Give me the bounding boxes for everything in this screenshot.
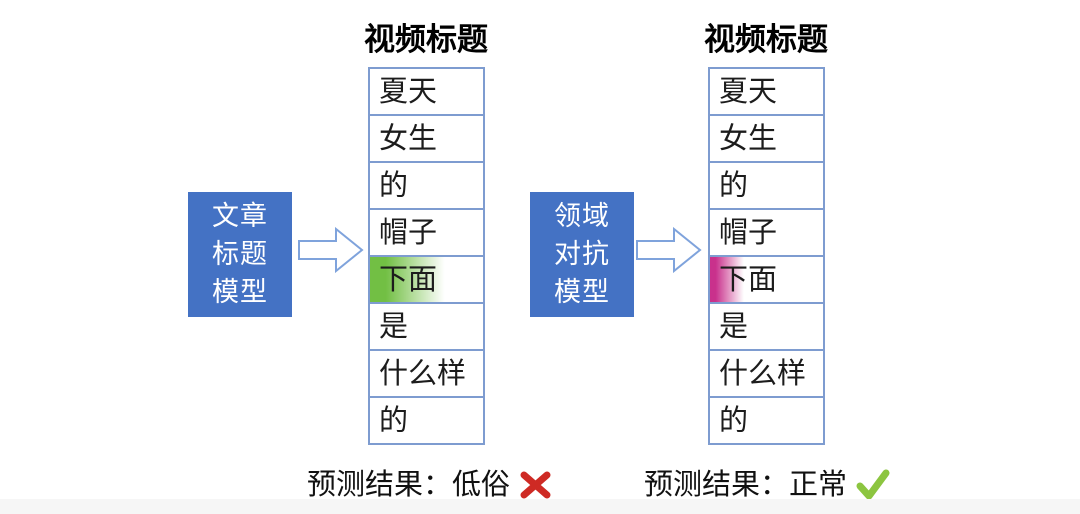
token-cell: 帽子: [708, 208, 825, 257]
model-box-line: 模型: [212, 276, 268, 308]
result-prefix: 预测结果：: [644, 467, 790, 501]
token-cell: 的: [368, 161, 485, 210]
token-cell: 什么样: [368, 349, 485, 398]
cross-icon: [520, 471, 551, 498]
token-cell: 的: [708, 396, 825, 445]
model-box-line: 对抗: [554, 238, 610, 270]
token-cell: 夏天: [708, 67, 825, 116]
prediction-result-left: 预测结果：低俗: [307, 461, 553, 508]
model-box-line: 领域: [554, 200, 610, 232]
token-cell: 是: [368, 302, 485, 351]
result-value: 低俗: [452, 467, 511, 501]
arrow-right-icon: [636, 227, 702, 273]
model-box-article-title: 文章 标题 模型: [188, 192, 292, 317]
token-cell: 女生: [708, 114, 825, 163]
arrow-right-icon: [298, 227, 364, 273]
token-cell: 的: [708, 161, 825, 210]
token-cell: 夏天: [368, 67, 485, 116]
result-value: 正常: [789, 467, 848, 501]
check-icon: [856, 469, 890, 499]
bottom-band: [0, 499, 1080, 514]
result-prefix: 预测结果：: [307, 467, 453, 501]
model-box-line: 标题: [212, 238, 268, 270]
token-cell: 是: [708, 302, 825, 351]
prediction-result-text: 预测结果：低俗: [307, 461, 511, 508]
token-cell: 的: [368, 396, 485, 445]
column-title: 视频标题: [704, 22, 828, 58]
column-title: 视频标题: [364, 22, 488, 58]
model-box-domain-adversarial: 领域 对抗 模型: [530, 192, 634, 317]
token-column-left: 夏天 女生 的 帽子 下面 是 什么样 的: [368, 67, 485, 445]
token-cell: 女生: [368, 114, 485, 163]
model-box-line: 模型: [554, 276, 610, 308]
model-box-line: 文章: [212, 200, 268, 232]
token-cell: 什么样: [708, 349, 825, 398]
token-cell: 帽子: [368, 208, 485, 257]
token-column-right: 夏天 女生 的 帽子 下面 是 什么样 的: [708, 67, 825, 445]
token-cell-highlighted: 下面: [368, 255, 485, 304]
token-cell-highlighted: 下面: [708, 255, 825, 304]
